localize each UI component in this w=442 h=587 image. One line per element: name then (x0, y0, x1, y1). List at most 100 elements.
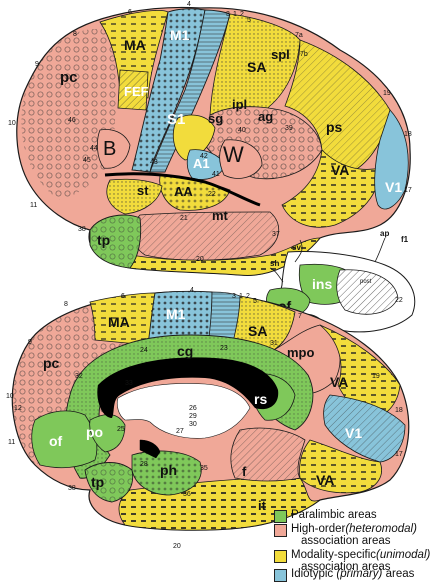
legend-item-heteromodal: High-order(heteromodal) association area… (274, 523, 417, 547)
lateral-label-SA: SA (247, 59, 266, 75)
medial-num: 35 (200, 465, 208, 472)
medial-num: 31 (270, 340, 278, 347)
medial-label-po: po (86, 424, 103, 440)
medial-label-it: it (258, 498, 267, 513)
medial-num: 2 (246, 293, 250, 300)
lateral-num: 10 (8, 120, 16, 127)
lateral-num: 21 (180, 215, 188, 222)
lateral-num: 43 (150, 159, 158, 166)
medial-num: 20 (173, 543, 181, 550)
lateral-num: 1 (233, 11, 237, 18)
medial-num: 30 (189, 421, 197, 428)
lateral-num: 22 (208, 191, 216, 198)
medial-num: 36 (183, 491, 191, 498)
medial-num: 12 (14, 405, 22, 412)
insula-label-f1: f1 (401, 235, 409, 244)
lateral-label-spl: spl (271, 47, 290, 62)
lateral-num: 42 (200, 153, 208, 160)
lateral-label-M1: M1 (170, 27, 190, 43)
legend-swatch-unimodal (274, 550, 287, 563)
medial-num: 17 (395, 451, 403, 458)
lateral-num: 19 (383, 90, 391, 97)
lateral-num: 41 (212, 171, 220, 178)
lateral-label-pc: pc (60, 69, 78, 86)
lateral-num: 44 (90, 145, 98, 152)
medial-label-VA-upper: VA (330, 374, 348, 390)
lateral-num: 8 (73, 31, 77, 38)
lateral-label-B: B (103, 138, 116, 160)
medial-label-V1: V1 (345, 425, 362, 441)
medial-label-MA: MA (108, 314, 130, 330)
medial-brainstem (139, 439, 161, 459)
medial-of-region (31, 410, 98, 469)
legend-label-unimodal-line2: association areas (301, 561, 391, 573)
lateral-V1-region (374, 109, 409, 210)
lateral-num: 11 (30, 202, 37, 209)
medial-num: 9 (28, 339, 32, 346)
lateral-label-AA: AA (174, 184, 193, 199)
medial-corpus-callosum (97, 357, 279, 418)
lateral-W-region (219, 139, 263, 179)
medial-label-f: f (242, 464, 247, 479)
legend-label-idiotypic-pre: Idiotypic (291, 568, 334, 580)
medial-num: 25 (117, 426, 125, 433)
lateral-A1-region (186, 149, 226, 180)
lateral-sg-region (172, 114, 216, 161)
lateral-pc-region (21, 28, 118, 200)
lateral-label-tp: tp (97, 232, 110, 248)
lateral-label-V1: V1 (385, 179, 402, 195)
medial-label-cg: cg (177, 343, 193, 359)
legend-item-unimodal: Modality-specific(unimodal) association … (274, 549, 430, 573)
legend-item-idiotypic: Idiotypic (primary) areas (274, 568, 414, 582)
lateral-num: 4 (187, 1, 191, 8)
insula-label-ap: ap (380, 229, 389, 238)
lateral-label-sg: sg (208, 111, 223, 126)
insula-label-sv: sv (292, 243, 301, 252)
medial-label-VA-lower: VA (316, 472, 334, 488)
medial-ventricle (116, 383, 251, 439)
lateral-label-ag: ag (258, 109, 273, 124)
medial-num: 1 (239, 293, 243, 300)
medial-label-tp: tp (91, 474, 104, 490)
lateral-label-VA: VA (331, 162, 349, 178)
lateral-num: 7b (300, 51, 308, 58)
lateral-label-ps: ps (326, 119, 343, 135)
legend-label-unimodal-pre: Modality-specific (291, 549, 376, 561)
lateral-num: 37 (272, 231, 280, 238)
lateral-num: 18 (404, 131, 412, 138)
medial-num: 27 (176, 428, 184, 435)
lateral-sylvian-fissure (104, 172, 261, 207)
medial-num: 6 (121, 293, 125, 300)
lateral-num: 46 (68, 117, 76, 124)
lateral-num: 38 (78, 226, 86, 233)
medial-label-M1: M1 (166, 306, 186, 322)
legend-label-idiotypic-em: (primary) (336, 568, 383, 580)
medial-brodmann-numbers: 6 4 3 1 2 5 7 8 9 10 11 12 19 18 17 38 2… (6, 287, 403, 550)
legend-swatch-heteromodal (274, 524, 287, 537)
medial-num: 33 (125, 380, 133, 387)
medial-num: 18 (395, 407, 403, 414)
insula-label-post: post (360, 279, 372, 285)
medial-num: 5 (253, 298, 257, 305)
lateral-brodmann-numbers: 6 4 3 1 2 5 7a 7b 8 9 10 11 19 18 17 38 … (8, 1, 412, 263)
legend-label-unimodal-em: (unimodal) (376, 549, 431, 561)
medial-num: 24 (140, 347, 148, 354)
medial-num: 38 (68, 485, 76, 492)
lateral-num: 17 (404, 187, 412, 194)
medial-num: 11 (8, 439, 15, 446)
lateral-label-S1: S1 (167, 111, 185, 128)
medial-num: 7 (298, 313, 302, 320)
lateral-label-FEF: FEF (124, 84, 149, 99)
insula-label-22a: 22 (395, 297, 403, 304)
medial-label-SA: SA (248, 323, 267, 339)
medial-label-ph: ph (160, 462, 177, 478)
legend-label-heteromodal-em: (heteromodal) (345, 523, 417, 535)
lateral-num: 6 (128, 9, 132, 16)
legend-swatch-idiotypic (274, 569, 287, 582)
medial-label-rs: rs (254, 391, 267, 407)
legend-item-paralimbic: Paralimbic areas (274, 509, 377, 523)
medial-num: 32 (75, 373, 83, 380)
medial-num: 8 (64, 301, 68, 308)
medial-num: 29 (189, 413, 197, 420)
